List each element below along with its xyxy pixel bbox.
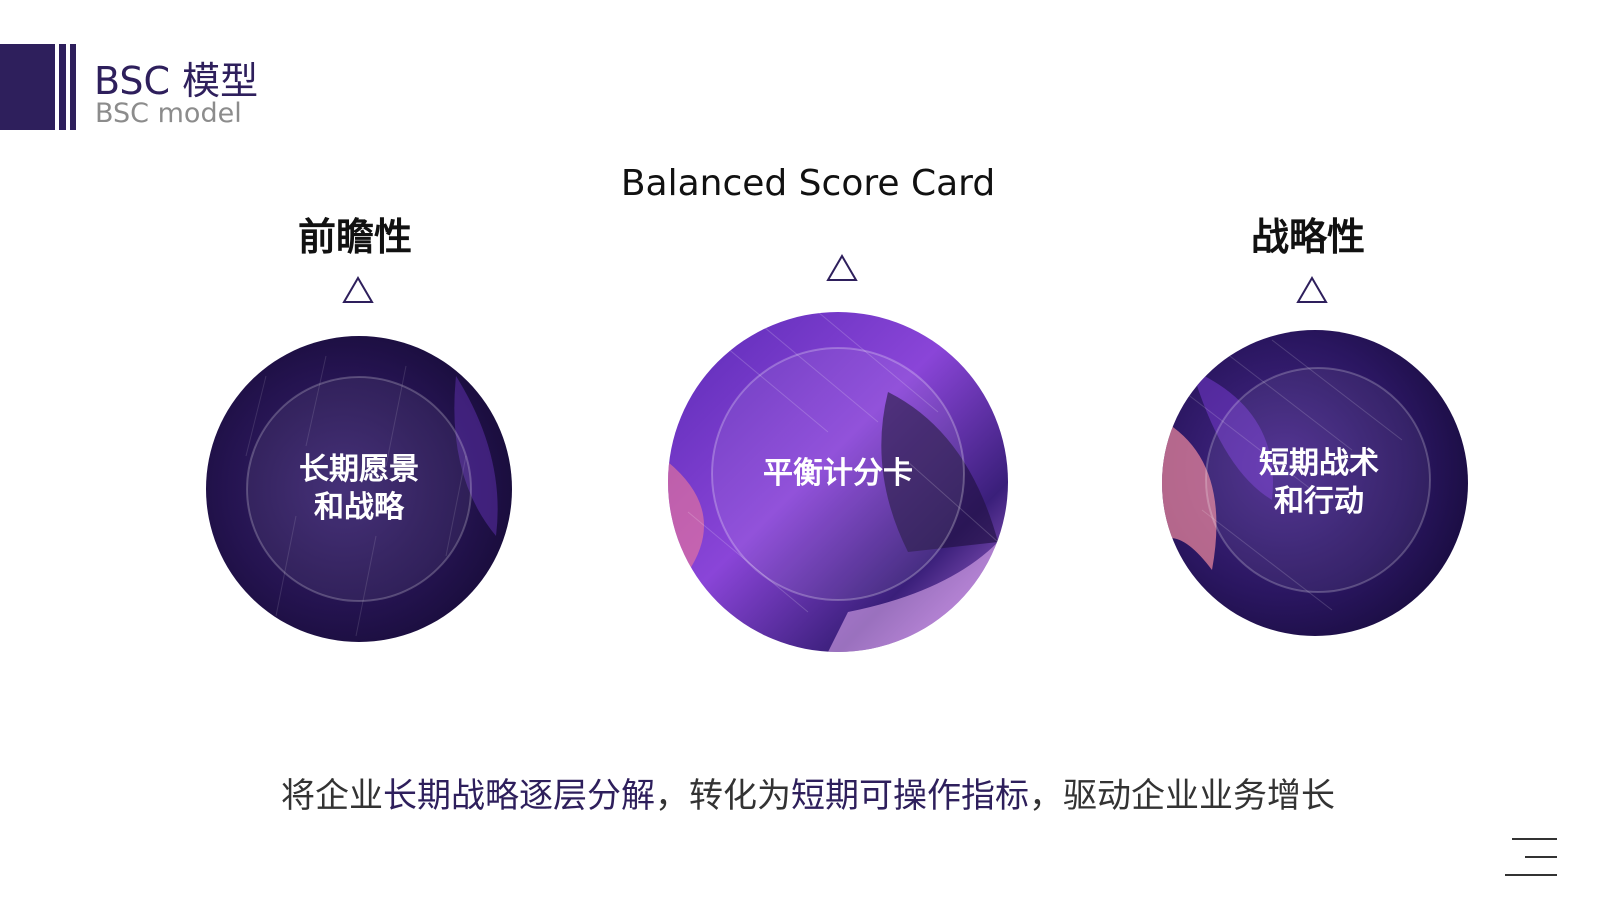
pillar-label-right: 战略性	[1250, 215, 1365, 259]
orb-line: 短期战术	[1259, 446, 1379, 481]
page-title: BSC 模型	[94, 59, 259, 103]
pillar-label-left: 前瞻性	[297, 215, 412, 259]
orb-line: 平衡计分卡	[763, 456, 913, 491]
summary-highlight: 长期战略逐层分解	[383, 776, 655, 816]
orb-text: 长期愿景 和战略	[206, 336, 512, 642]
triangle-outline-icon	[342, 276, 374, 303]
summary-text: ，驱动企业业务增长	[1029, 776, 1335, 816]
header-accent-bar	[59, 44, 66, 130]
orb-long-term-vision: 长期愿景 和战略	[206, 336, 512, 642]
menu-lines-icon[interactable]	[1505, 838, 1557, 878]
orb-line: 和行动	[1274, 484, 1364, 519]
orb-balanced-scorecard: 平衡计分卡	[668, 312, 1008, 652]
orb-text: 短期战术 和行动	[1166, 330, 1468, 636]
orb-text: 平衡计分卡	[668, 312, 1008, 636]
menu-line	[1525, 856, 1557, 858]
page-subtitle: BSC model	[95, 98, 242, 129]
triangle-outline-icon	[1296, 276, 1328, 303]
summary-statement: 将企业长期战略逐层分解，转化为短期可操作指标，驱动企业业务增长	[0, 768, 1616, 817]
menu-line	[1505, 874, 1557, 876]
summary-text: 将企业	[281, 776, 383, 816]
diagram-title: Balanced Score Card	[620, 163, 996, 204]
summary-highlight: 短期可操作指标	[791, 776, 1029, 816]
summary-text: ，转化为	[655, 776, 791, 816]
orb-line: 和战略	[314, 490, 404, 525]
orb-short-term-tactics: 短期战术 和行动	[1162, 330, 1468, 636]
header-accent-block	[0, 44, 55, 130]
header-accent-bar	[70, 44, 76, 130]
triangle-outline-icon	[826, 254, 858, 281]
menu-line	[1512, 838, 1557, 840]
orb-line: 长期愿景	[299, 452, 419, 487]
